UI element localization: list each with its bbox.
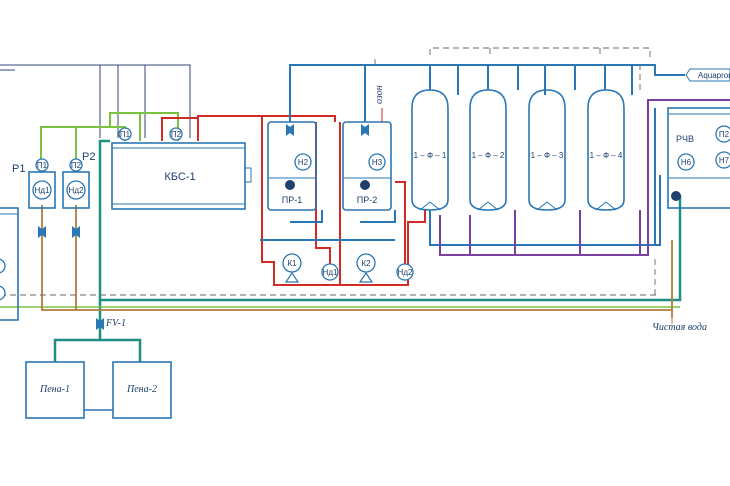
filter-3-label: 1 – Ф – 3 (531, 151, 564, 160)
rp2-label: П2 (719, 130, 730, 139)
left-gauge-2 (0, 285, 6, 301)
blue-lines (260, 64, 685, 246)
filter-1: 1 – Ф – 1 (411, 89, 449, 211)
n3-label: Н3 (372, 158, 383, 167)
n6-label: Н6 (681, 158, 692, 167)
u2-label: П2 (71, 161, 82, 170)
red-lines (161, 115, 426, 286)
nd4-label: Нд2 (398, 268, 413, 277)
fv-label: FV-1 (105, 318, 126, 329)
pr1-label: ПР-1 (282, 195, 302, 205)
dosing-pump-2 (396, 263, 414, 281)
compressor-k1: К1 (282, 253, 302, 283)
left-tank (0, 207, 19, 321)
kbs-label: КБС-1 (164, 171, 195, 183)
dosing-pump-1 (321, 263, 339, 281)
k1-label: К1 (287, 259, 297, 268)
dashed-lines (0, 47, 660, 296)
rchv-label: РЧВ (676, 134, 694, 144)
station-p2: Нд2 П2 (62, 158, 90, 209)
filter-2: 1 – Ф – 2 (469, 89, 507, 211)
u1-label: П1 (37, 161, 48, 170)
n7-label: Н7 (719, 156, 730, 165)
nd2-label: Нд2 (69, 186, 84, 195)
tank-rchv: РЧВ Н6 П2 Н7 (667, 107, 730, 209)
p2-label: Р2 (82, 151, 95, 163)
p1-label: Р1 (12, 163, 25, 175)
a1-label: П1 (120, 130, 131, 139)
kbs-sensor-1 (118, 127, 132, 141)
filter-1-label: 1 – Ф – 1 (414, 151, 447, 160)
filter-3: 1 – Ф – 3 (528, 89, 566, 211)
purple-lines (439, 99, 730, 256)
clean-water-label: Чистая вода (652, 322, 707, 333)
n2-label: Н2 (298, 158, 309, 167)
tank-kbs: КБС-1 (111, 142, 252, 210)
tank-pena-1: Пена-1 (25, 361, 85, 419)
ozone-label: озон (374, 85, 385, 104)
control-lines (0, 64, 191, 138)
nd3-label: Нд1 (323, 268, 338, 277)
tank-pena-2: Пена-2 (112, 361, 172, 419)
aquaprom-label: Aquaprom (698, 71, 730, 80)
tank-pr2: Н3 ПР-2 (342, 121, 392, 211)
teal-lines (53, 139, 682, 362)
filter-4-label: 1 – Ф – 4 (590, 151, 623, 160)
aquaprom-tag: Aquaprom (685, 68, 730, 82)
green-lines (40, 112, 179, 160)
pena2-label: Пена-2 (126, 384, 157, 395)
station-p1: Нд1 П1 (28, 158, 56, 209)
compressor-k2: К2 (356, 253, 376, 283)
brown-lines (41, 205, 673, 318)
k2-label: К2 (361, 259, 371, 268)
pena1-label: Пена-1 (39, 384, 70, 395)
tank-pr1: Н2 ПР-1 (267, 121, 317, 211)
nd1-label: Нд1 (35, 186, 50, 195)
filter-4: 1 – Ф – 4 (587, 89, 625, 211)
left-gauge-1 (0, 258, 6, 274)
pr2-label: ПР-2 (357, 195, 377, 205)
filter-2-label: 1 – Ф – 2 (472, 151, 505, 160)
kbs-sensor-2 (169, 127, 183, 141)
a2-label: П2 (171, 130, 182, 139)
valve-symbols (38, 124, 369, 330)
